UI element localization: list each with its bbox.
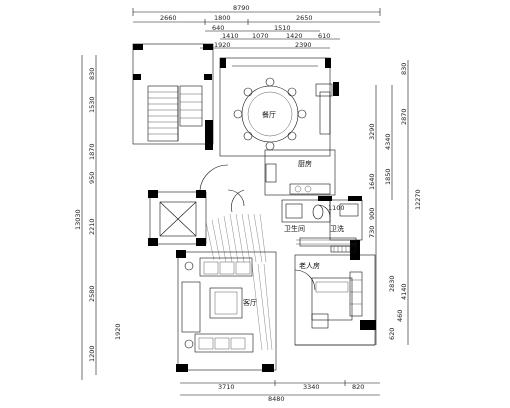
dim-left-a: 830 — [88, 68, 96, 80]
dim-top-overall: 8790 — [233, 4, 250, 12]
dim-right-mid-b: 1850 — [384, 168, 392, 185]
dim-left-g: 1920 — [114, 323, 122, 340]
dim-left-f: 2580 — [88, 285, 96, 302]
dim-top-row1-b: 1800 — [214, 14, 231, 22]
dim-top-row4-b: 2390 — [295, 41, 312, 49]
left-dimensions: 13030 830 1530 1870 950 2210 2580 1920 1… — [74, 55, 122, 380]
room-label-living: 客厅 — [243, 298, 257, 307]
dim-left-overall: 13030 — [74, 209, 82, 230]
dim-right-inner-b: 1640 — [368, 173, 376, 190]
dim-right-inner-c: 1100 — [328, 204, 345, 212]
dim-top-row2-a: 640 — [212, 24, 224, 32]
dim-left-c: 1870 — [88, 143, 96, 160]
dim-bottom-b: 3340 — [303, 383, 320, 391]
dim-right-inner-h: 620 — [388, 328, 396, 340]
right-dimensions: 3290 1640 1100 900 730 2830 460 620 4340… — [328, 60, 422, 345]
dim-bottom-a: 3710 — [218, 383, 235, 391]
dim-right-inner-d: 900 — [368, 208, 376, 220]
entry-hatch — [205, 213, 273, 351]
living-furniture — [181, 257, 254, 353]
dim-top-row1-a: 2660 — [160, 14, 177, 22]
dim-right-outer-c: 12270 — [414, 189, 422, 210]
bottom-dimensions: 3710 3340 820 8480 — [180, 380, 380, 403]
dim-left-e: 2210 — [88, 218, 96, 235]
staircase — [147, 85, 203, 142]
dim-right-outer-a: 830 — [400, 63, 408, 75]
dim-right-inner-f: 2830 — [388, 275, 396, 292]
dim-top-row4-a: 1920 — [214, 41, 231, 49]
dim-right-mid-a: 4340 — [384, 133, 392, 150]
dim-left-d: 950 — [88, 172, 96, 184]
dim-right-inner-e: 730 — [368, 226, 376, 238]
side-cabinet — [319, 91, 331, 135]
doors — [199, 164, 331, 291]
dim-right-outer-b: 2870 — [400, 108, 408, 125]
room-label-elder: 老人房 — [299, 261, 320, 270]
dining-table — [233, 77, 307, 151]
dim-left-h: 1200 — [88, 345, 96, 362]
dim-bottom-c: 820 — [352, 383, 364, 391]
dim-left-b: 1530 — [88, 96, 96, 113]
room-label-dining: 餐厅 — [262, 110, 276, 119]
dim-right-inner-g: 460 — [396, 310, 404, 322]
bathroom-fixtures — [285, 203, 359, 247]
dim-top-row2-b: 1510 — [274, 24, 291, 32]
dim-right-outer-d: 4140 — [400, 283, 408, 300]
dim-top-row3-b: 1070 — [252, 32, 269, 40]
room-label-bathroom: 卫生间 — [284, 224, 305, 233]
room-label-washroom: 卫洗 — [330, 224, 344, 233]
vent-strip — [330, 245, 356, 253]
dim-top-row1-c: 2650 — [296, 14, 313, 22]
dim-top-row3-c: 1420 — [286, 32, 303, 40]
room-label-kitchen: 厨房 — [298, 159, 312, 168]
dim-top-row3-a: 1410 — [222, 32, 239, 40]
dim-bottom-overall: 8480 — [268, 395, 285, 403]
top-dimensions: 8790 2660 1800 2650 640 1510 1410 1070 1… — [132, 4, 381, 49]
dim-right-inner-a: 3290 — [368, 123, 376, 140]
dim-top-row3-d: 610 — [318, 32, 330, 40]
elder-room-furniture — [311, 271, 363, 329]
kitchen-counter — [265, 163, 331, 195]
appliance — [315, 83, 333, 97]
